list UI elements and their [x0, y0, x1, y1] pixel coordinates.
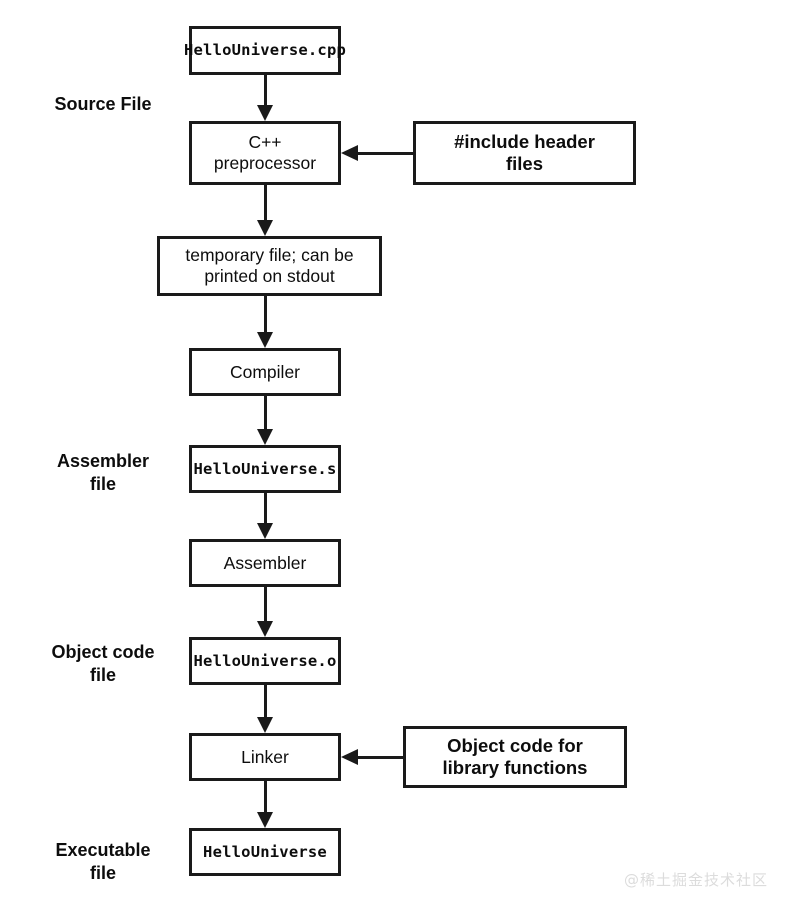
node-preprocessor-label: C++ preprocessor — [213, 132, 317, 173]
node-source-cpp-label: HelloUniverse.cpp — [183, 41, 347, 60]
arrowhead-linker-to-executable — [257, 812, 273, 828]
node-assembler-label: Assembler — [223, 552, 307, 573]
node-include-headers-label: #include header files — [454, 131, 595, 174]
node-library-objects[interactable]: Object code for library functions — [403, 726, 627, 788]
arrowhead-source-to-preprocessor — [257, 105, 273, 121]
arrowhead-assembler-to-object — [257, 621, 273, 637]
node-object-file[interactable]: HelloUniverse.o — [189, 637, 341, 685]
connector-include-to-preprocessor — [357, 151, 413, 155]
connector-compiler-to-assembly — [263, 396, 267, 431]
arrowhead-preprocessor-to-temp — [257, 220, 273, 236]
stage-label-source-file: Source File — [54, 94, 152, 114]
node-assembler[interactable]: Assembler — [189, 539, 341, 587]
watermark: @稀土掘金技术社区 — [623, 871, 768, 889]
node-compiler-label: Compiler — [229, 361, 301, 382]
connector-assembly-to-assembler — [263, 493, 267, 525]
connector-library-to-linker — [357, 755, 403, 759]
node-library-objects-label: Object code for library functions — [442, 735, 588, 778]
node-temp-file[interactable]: temporary file; can be printed on stdout — [157, 236, 382, 296]
node-temp-file-label: temporary file; can be printed on stdout — [185, 245, 354, 286]
connector-linker-to-executable — [263, 781, 267, 814]
arrowhead-object-to-linker — [257, 717, 273, 733]
connector-preprocessor-to-temp — [263, 185, 267, 222]
node-compiler[interactable]: Compiler — [189, 348, 341, 396]
connector-object-to-linker — [263, 685, 267, 719]
node-executable-label: HelloUniverse — [203, 842, 327, 861]
arrowhead-include-to-preprocessor — [341, 145, 358, 161]
node-source-cpp[interactable]: HelloUniverse.cpp — [184, 26, 346, 75]
node-assembly-file-label: HelloUniverse.s — [193, 459, 337, 478]
node-linker[interactable]: Linker — [189, 733, 341, 781]
node-object-file-label: HelloUniverse.o — [193, 651, 337, 670]
node-include-headers[interactable]: #include header files — [413, 121, 636, 185]
node-assembly-file[interactable]: HelloUniverse.s — [189, 445, 341, 493]
stage-label-object-code-file: Object code file — [51, 642, 155, 685]
connector-assembler-to-object — [263, 587, 267, 623]
node-preprocessor[interactable]: C++ preprocessor — [189, 121, 341, 185]
connector-temp-to-compiler — [263, 296, 267, 334]
arrowhead-temp-to-compiler — [257, 332, 273, 348]
node-executable[interactable]: HelloUniverse — [189, 828, 341, 876]
arrowhead-compiler-to-assembly — [257, 429, 273, 445]
stage-label-assembler-file: Assembler file — [56, 451, 150, 494]
stage-label-executable-file: Executable file — [55, 840, 151, 883]
node-linker-label: Linker — [241, 746, 289, 767]
arrowhead-assembly-to-assembler — [257, 523, 273, 539]
connector-source-to-preprocessor — [263, 75, 267, 107]
arrowhead-library-to-linker — [341, 749, 358, 765]
